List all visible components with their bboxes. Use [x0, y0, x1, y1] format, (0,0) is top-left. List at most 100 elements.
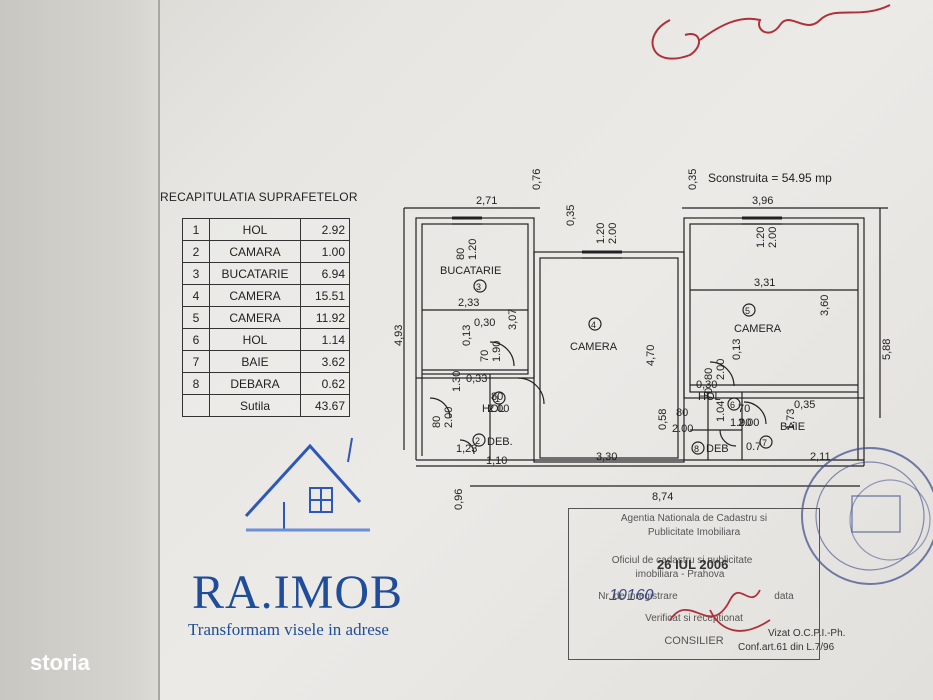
label-hol-6: HOL	[698, 391, 721, 403]
room-number-4: 4	[591, 320, 596, 330]
dim: 0,30	[696, 379, 717, 391]
dim: 0,13	[731, 339, 743, 360]
label-baie: BAIE	[780, 421, 805, 433]
registration-stamp: Agentia Nationala de Cadastru si Publici…	[568, 508, 820, 660]
built-area: Sconstruita = 54.95 mp	[708, 171, 832, 185]
dim: 0,33	[466, 373, 487, 385]
row-number: 3	[182, 262, 210, 285]
row-area: 1.14	[300, 328, 350, 351]
stamp-line: CONSILIER	[664, 635, 724, 647]
row-number: 6	[182, 328, 210, 351]
dim: 0,35	[794, 399, 815, 411]
room-number-3: 3	[476, 282, 481, 292]
dim: 0,13	[461, 325, 473, 346]
dim: 1.20	[595, 223, 607, 244]
room-number-1: 1	[495, 394, 500, 404]
row-room: CAMARA	[209, 240, 301, 263]
room-number-6: 6	[730, 400, 735, 410]
dim: 80	[703, 368, 715, 380]
row-room: CAMERA	[209, 306, 301, 329]
dim: 1.90	[730, 417, 751, 429]
dim: 80	[455, 248, 467, 260]
dim: 0,58	[657, 409, 669, 430]
dim: 70	[479, 350, 491, 362]
stamp-line: imobiliara - Prahova	[635, 569, 725, 580]
row-number: 8	[182, 372, 210, 395]
dim: 1.20	[467, 239, 479, 260]
dim: 2,33	[458, 297, 479, 309]
vizat-note: Vizat O.C.P.I.-Ph.	[768, 628, 846, 639]
dim: 5,88	[881, 339, 893, 360]
stamp-reg-number: 10160	[609, 587, 654, 604]
signature-top	[651, 4, 891, 60]
label-deb-8: DEB	[706, 443, 729, 455]
dim: 2.00	[767, 227, 779, 248]
row-area: 0.62	[300, 372, 350, 395]
dim: 2.00	[672, 423, 693, 435]
dim: 2.00	[488, 403, 509, 415]
row-area: 1.00	[300, 240, 350, 263]
label-camera-4: CAMERA	[570, 341, 618, 353]
floor-plan: Sconstruita = 54.95 mp BUCATARIE CAMERA …	[393, 169, 893, 510]
dim: 0,35	[687, 169, 699, 190]
dim: 0,76	[531, 169, 543, 190]
label-camera-5: CAMERA	[734, 323, 782, 335]
signature-bottom	[669, 589, 771, 632]
stamp-date: 26 IUL 2006	[657, 557, 729, 572]
dim: 0,35	[565, 205, 577, 226]
dim: 0,30	[474, 317, 495, 329]
row-room: DEBARA	[209, 372, 301, 395]
stamp-line: Oficiul de cadastru si publicitate	[611, 555, 753, 566]
room-number-5: 5	[745, 306, 750, 316]
row-area: 15.51	[300, 284, 350, 307]
dim: 3,07	[507, 309, 519, 330]
dim: 0,96	[453, 489, 465, 510]
recap-title: RECAPITULATIA SUPRAFETELOR	[160, 190, 358, 204]
total-label: Sutila	[209, 394, 301, 417]
dim: 70	[703, 388, 715, 400]
dim: 70	[738, 403, 750, 415]
stamp-line: Verificat si receptionat	[645, 613, 743, 624]
round-stamp	[801, 447, 933, 585]
dim: 1,10	[486, 455, 507, 467]
row-area: 3.62	[300, 350, 350, 373]
row-number: 4	[182, 284, 210, 307]
total-value: 43.67	[300, 394, 350, 417]
stamp-line: Nr. de inregistrare	[598, 591, 678, 602]
row-area: 6.94	[300, 262, 350, 285]
logo-title: RA.IMOB	[192, 566, 404, 619]
dim: 3,30	[596, 451, 617, 463]
room-number-7: 7	[762, 438, 767, 448]
label-bucatarie: BUCATARIE	[440, 265, 501, 277]
label-hol-1: HOL	[482, 403, 505, 415]
storia-watermark: storia	[30, 650, 90, 675]
dim: 4,93	[393, 325, 405, 346]
room-number-2: 2	[475, 436, 480, 446]
row-area: 11.92	[300, 306, 350, 329]
row-area: 2.92	[300, 218, 350, 241]
dim: 1,23	[456, 443, 477, 455]
dim: 1.30	[451, 371, 463, 392]
dim: 80	[491, 391, 503, 403]
row-room: BUCATARIE	[209, 262, 301, 285]
page-edge	[158, 0, 160, 700]
dim: 3,96	[752, 195, 773, 207]
dim: 2.00	[607, 223, 619, 244]
row-room: CAMERA	[209, 284, 301, 307]
dim: 2.00	[715, 359, 727, 380]
stamp-line: Publicitate Imobiliara	[647, 527, 741, 538]
dim: 2.00	[443, 407, 455, 428]
dim: 1.20	[755, 227, 767, 248]
dim: 8,74	[652, 491, 673, 503]
dim: 1.04	[715, 401, 727, 422]
dim: 80	[431, 416, 443, 428]
row-number: 2	[182, 240, 210, 263]
house-logo-icon	[244, 437, 370, 532]
